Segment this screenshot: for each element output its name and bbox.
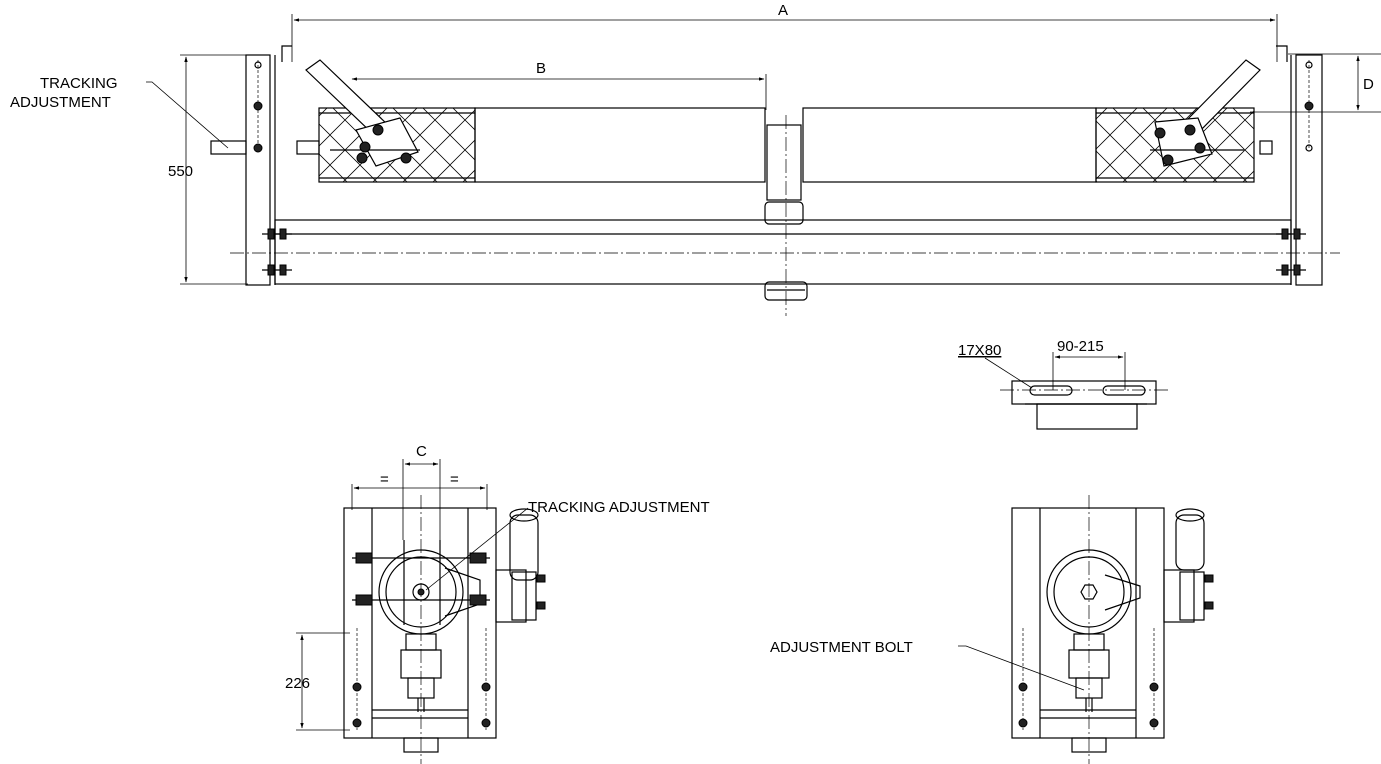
dimension-a-label: A [778,2,788,19]
dimension-a: A [291,2,1278,62]
left-end-plate [245,54,271,286]
slot-size-label: 17X80 [958,342,1001,359]
side-roller-left [509,514,539,581]
dimension-550: 550 [168,54,248,285]
dimension-b-label: B [536,60,546,77]
dimension-b: B [351,60,767,110]
left-roller-tube [474,107,766,183]
front-view: A B D 550 TRACKING ADJUSTMENT [10,2,1381,316]
right-tracking-arm [1150,59,1261,167]
slot-plate [1011,380,1157,405]
slot-right [1102,385,1146,396]
equal-right-label: = [450,471,459,488]
adjustment-bolt-label: ADJUSTMENT BOLT [770,639,913,656]
cross-beam [274,219,1292,285]
dimension-d-label: D [1363,76,1374,93]
slot-left [1029,385,1073,396]
side-frame-left [343,507,497,739]
center-housing [766,124,802,201]
center-bracket [764,115,808,316]
dimension-d: D [1250,53,1381,113]
slot-spacing-label: 90-215 [1057,338,1104,355]
left-shaft-stub [210,140,247,155]
slot-detail: 17X80 90-215 [958,338,1170,430]
right-end-plate [1295,54,1323,286]
tracking-adjustment-bottom-label: TRACKING ADJUSTMENT [528,499,710,516]
left-tracking-arm [305,59,420,167]
equal-left-label: = [380,471,389,488]
dimension-226-label: 226 [285,675,310,692]
tracking-adjustment-top-line1: TRACKING [40,75,118,92]
dimension-550-label: 550 [168,163,193,180]
tracking-adjustment-callout-top: TRACKING ADJUSTMENT [10,75,229,149]
right-roller-tube [802,107,1097,183]
side-roller-right [1175,514,1205,571]
dimension-c-label: C [416,443,427,460]
side-frame-right [1011,507,1165,739]
side-view-right: ADJUSTMENT BOLT [770,495,1214,764]
beam-bolts [262,228,1306,276]
tracking-adjustment-top-line2: ADJUSTMENT [10,94,111,111]
side-view-left: C = = [285,443,710,764]
